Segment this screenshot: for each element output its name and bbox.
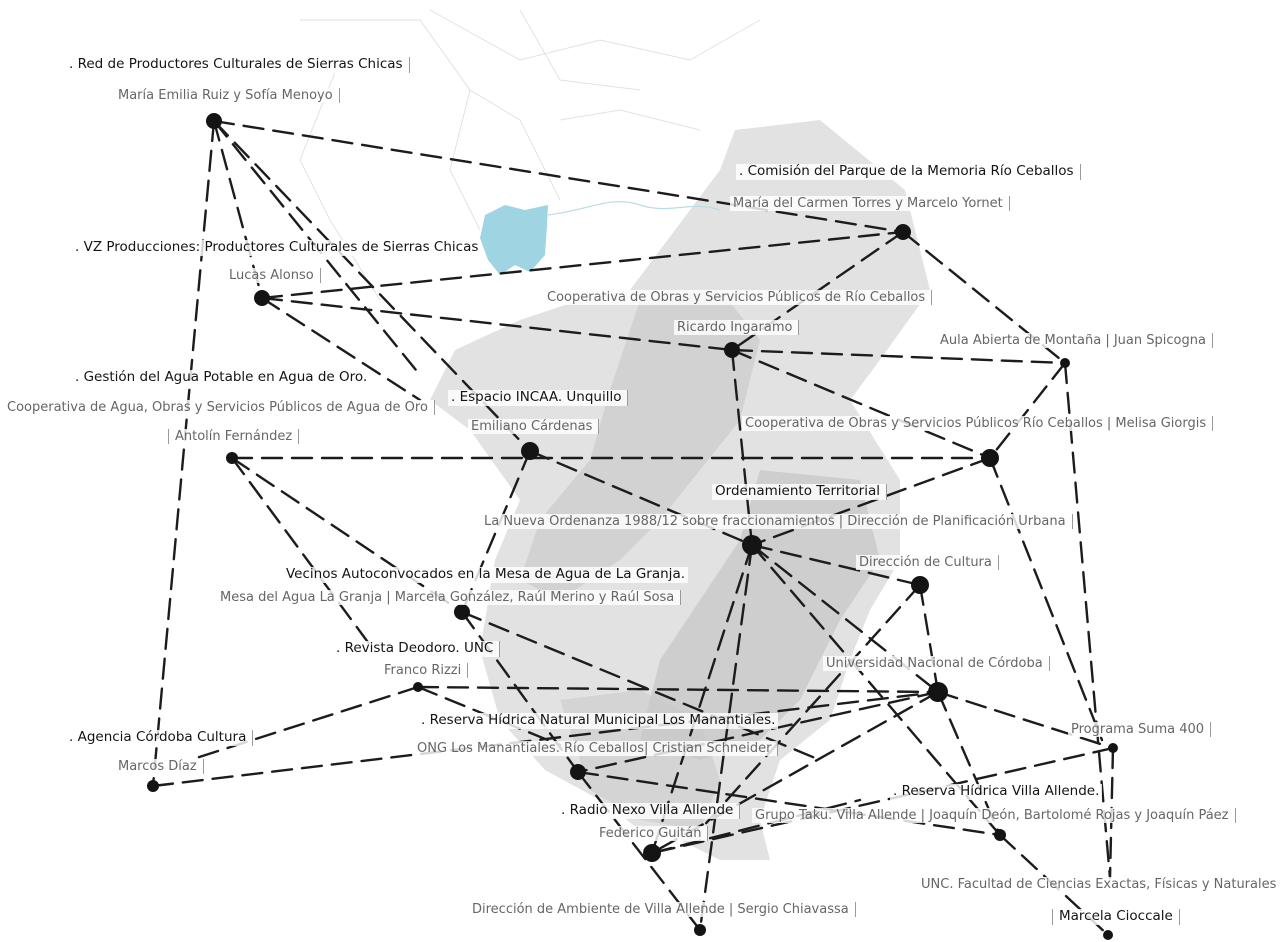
comision-parque-title: . Comisión del Parque de la Memoria Río … [736,164,1081,180]
radio-nexo-title: . Radio Nexo Villa Allende [558,803,741,819]
espacio-incaa-title: . Espacio INCAA. Unquillo [448,390,629,406]
vecinos-title: Vecinos Autoconvocados en la Mesa de Agu… [283,567,689,583]
base-map-lines [299,9,761,301]
red-productores-title: . Red de Productores Culturales de Sierr… [66,57,410,73]
maria-carmen-subtitle: María del Carmen Torres y Marcelo Yornet [730,196,1010,211]
reserva-villa-allende-title: . Reserva Hídrica Villa Allende. [890,784,1103,800]
ricardo-ingaramo-subtitle: Ricardo Ingaramo [674,320,800,335]
programa-suma-subtitle: Programa Suma 400 [1068,722,1212,737]
revista-deodoro-title: . Revista Deodoro. UNC [333,641,501,657]
aula-abierta-node [1060,358,1070,368]
coop-agua-oro-subtitle: Cooperativa de Agua, Obras y Servicios P… [4,400,435,415]
ordenamiento-title: Ordenamiento Territorial [712,484,887,500]
stream-line [547,201,721,216]
direccion-ambiente-node [694,924,706,936]
universidad-node [928,682,948,702]
link-line [750,456,992,547]
nodes [147,113,1118,940]
link-line [698,543,754,932]
link-line [151,690,940,788]
lucas-alonso-subtitle: Lucas Alonso [226,268,321,283]
link-line [230,456,464,614]
link-line [260,296,422,402]
link-line [576,690,940,774]
red-productores-node [206,113,222,129]
reserva-villa-allende-node [994,829,1006,841]
link-line [151,119,216,788]
federico-subtitle: Federico Guitán [596,826,709,841]
grupo-taku-subtitle: Grupo Taku. Villa Allende | Joaquín Deón… [752,808,1236,823]
emiliano-subtitle: Emiliano Cárdenas [468,419,600,434]
link-line [988,456,1104,742]
link-line [650,746,1115,855]
nueva-ordenanza-subtitle: La Nueva Ordenanza 1988/12 sobre fraccio… [481,514,1073,529]
ordenamiento-node [742,535,762,555]
link-line [576,770,1002,837]
link-line [1063,361,1112,880]
marcos-diaz-subtitle: Marcos Díaz [115,759,204,774]
franco-rizzi-subtitle: Franco Rizzi [381,663,469,678]
direccion-cultura-subtitle: Dirección de Cultura [856,555,999,570]
cooperativa-ricardo-node [724,342,740,358]
link-line [230,456,372,647]
link-line [460,610,822,762]
mesa-agua-subtitle: Mesa del Agua La Granja | Marcela Gonzál… [217,590,682,605]
comision-parque-node [895,224,911,240]
link-line [918,583,940,694]
reserva-manantiales-title: . Reserva Hídrica Natural Municipal Los … [418,713,779,729]
radio-nexo-node [643,844,661,862]
coop-melisa-subtitle: Cooperativa de Obras y Servicios Público… [742,416,1214,431]
link-line [212,119,905,234]
link-lines [151,119,1115,937]
coop-obras-rio-ceballos-subtitle: Cooperativa de Obras y Servicios Público… [544,290,933,305]
gestion-agua-node [226,452,238,464]
link-line [901,230,1067,365]
reserva-manantiales-node [570,764,586,780]
link-line [416,685,940,694]
antolin-subtitle: Antolín Fernández [168,429,300,444]
universidad-subtitle: Universidad Nacional de Córdoba [823,656,1050,671]
link-line [528,449,754,547]
vz-producciones-title: . VZ Producciones: Productores Culturale… [72,240,482,256]
link-line [460,449,532,614]
agencia-title: . Agencia Córdoba Cultura [66,730,254,746]
espacio-incaa-node [521,442,539,460]
link-line [188,685,420,762]
programa-suma-node [1108,743,1118,753]
link-line [260,296,734,352]
marcela-cioccale-title: Marcela Cioccale [1052,909,1180,925]
unc-facultad-node [1103,930,1113,940]
link-line [650,543,754,855]
ong-manantiales-subtitle: ONG Los Manantiales. Río Ceballos| Crist… [414,741,779,756]
link-line [730,348,754,547]
link-line [936,690,1115,750]
agencia-node [147,780,159,792]
direccion-ambiente-subtitle: Dirección de Ambiente de Villa Allende |… [469,902,856,917]
vz-producciones-node [254,290,270,306]
direccion-cultura-node [911,576,929,594]
vecinos-node [454,604,470,620]
cooperativa-melisa-node [981,449,999,467]
lake-shape [480,205,548,275]
gestion-agua-title: . Gestión del Agua Potable en Agua de Or… [72,370,371,386]
maria-emilia-subtitle: María Emilia Ruiz y Sofía Menoyo [115,88,340,103]
revista-node [413,682,423,692]
link-line [988,361,1067,460]
link-line [730,348,992,460]
aula-abierta-subtitle: Aula Abierta de Montaña | Juan Spicogna [937,333,1213,348]
unc-facultad-subtitle: UNC. Facultad de Ciencias Exactas, Físic… [918,877,1280,892]
link-line [260,230,905,300]
link-line [730,348,1067,365]
